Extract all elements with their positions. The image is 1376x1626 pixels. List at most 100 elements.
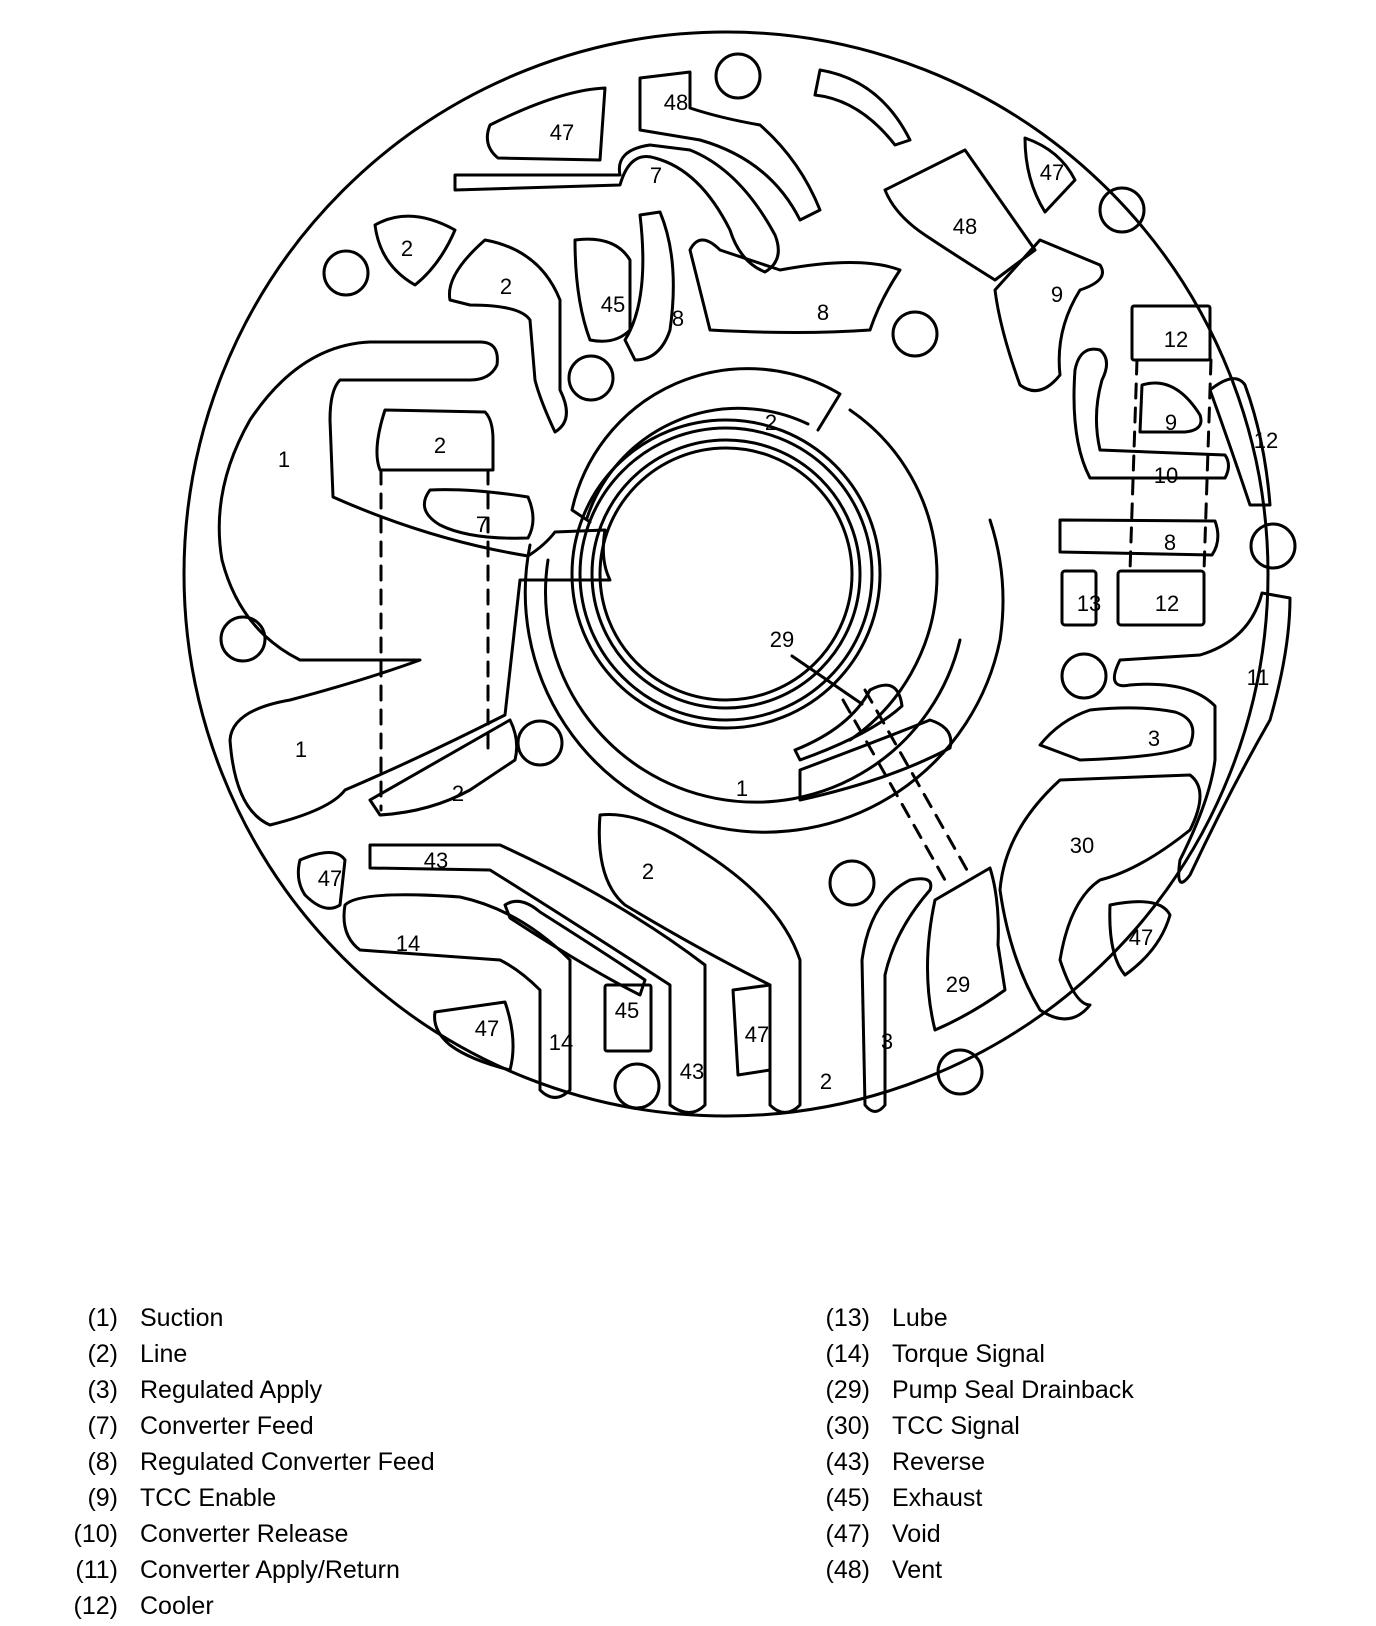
passage-label: 43 — [680, 1059, 704, 1084]
legend-item: (47)Void — [800, 1516, 1134, 1552]
legend-number: (3) — [87, 1376, 118, 1404]
pump-body-outline — [182, 30, 1270, 1118]
passage-label: 48 — [664, 90, 688, 115]
passage-label: 2 — [765, 410, 777, 435]
center-ring-1 — [590, 438, 862, 710]
passage-47-bottom-mid — [731, 983, 772, 1077]
center-ring-3 — [570, 418, 882, 730]
passage-10 — [1072, 347, 1230, 480]
passage-3-right — [1038, 706, 1195, 762]
legend-item: (30)TCC Signal — [800, 1408, 1134, 1444]
legend-number: (47) — [825, 1520, 870, 1548]
legend-number: (10) — [73, 1520, 118, 1548]
legend-number: (14) — [825, 1340, 870, 1368]
legend-name: Torque Signal — [892, 1340, 1045, 1368]
passage-29-bottom — [926, 866, 1007, 1032]
bolt-hole — [322, 249, 370, 297]
legend-name: Line — [140, 1340, 188, 1368]
passage-label: 1 — [736, 776, 748, 801]
passage-8-mid — [1058, 518, 1220, 557]
passage-label: 3 — [881, 1029, 893, 1054]
passage-label: 14 — [396, 931, 420, 956]
passage-label: 2 — [401, 236, 413, 261]
passage-label: 2 — [434, 433, 446, 458]
legend-number: (13) — [825, 1304, 870, 1332]
passage-8-slot — [623, 210, 675, 362]
legend-number: (9) — [87, 1484, 118, 1512]
passage-label: 47 — [475, 1016, 499, 1041]
legend-item: (2)Line — [48, 1336, 435, 1372]
passage-9-top — [993, 238, 1104, 393]
inner-crescent-ring — [544, 558, 962, 804]
passage-label: 10 — [1154, 463, 1178, 488]
legend-number: (8) — [87, 1448, 118, 1476]
passage-2-mid — [375, 408, 495, 472]
legend-name: Converter Apply/Return — [140, 1556, 400, 1584]
passage-2-upper — [447, 238, 568, 434]
passage-12-box-bottom — [1116, 569, 1206, 627]
passage-7-mid — [422, 488, 535, 540]
passage-label: 47 — [318, 866, 342, 891]
passage-label: 29 — [946, 972, 970, 997]
legend-name: Pump Seal Drainback — [892, 1376, 1134, 1404]
legend-right-column: (13)Lube (14) Torque Signal (29) Pump Seal… — [800, 1300, 1134, 1588]
passage-label: 12 — [1254, 428, 1278, 453]
legend-name: Converter Release — [140, 1520, 349, 1548]
legend-item: (9)TCC Enable — [48, 1480, 435, 1516]
bolt-hole — [219, 615, 267, 663]
passage-label: 9 — [1165, 410, 1177, 435]
suction-crescent — [585, 406, 810, 520]
bolt-hole — [1098, 186, 1146, 234]
legend-number: (7) — [87, 1412, 118, 1440]
legend-name: Exhaust — [892, 1484, 983, 1512]
passage-label: 3 — [1148, 726, 1160, 751]
passage-label: 47 — [1040, 160, 1064, 185]
passage-47-right — [1023, 136, 1077, 214]
legend-number: (29) — [825, 1376, 870, 1404]
passage-3-bottom — [860, 877, 933, 1113]
legend-name: Suction — [140, 1304, 224, 1332]
passage-43-upper — [368, 843, 707, 1114]
passage-11 — [1112, 591, 1292, 884]
legend-name: TCC Signal — [892, 1412, 1020, 1440]
bolt-hole — [891, 310, 939, 358]
passage-2-left — [373, 214, 457, 287]
passage-label: 14 — [549, 1030, 573, 1055]
legend-number: (43) — [825, 1448, 870, 1476]
bolt-hole — [567, 354, 615, 402]
passage-1-crescent-mid — [793, 683, 904, 762]
bolt-hole — [828, 859, 876, 907]
bolt-hole — [1249, 522, 1297, 570]
bolt-hole — [714, 52, 762, 100]
bolt-hole — [613, 1062, 661, 1110]
legend-item: (1)Suction — [48, 1300, 435, 1336]
legend-item: (43)Reverse — [800, 1444, 1134, 1480]
passage-45-bottom — [603, 983, 653, 1053]
passage-label: 8 — [817, 300, 829, 325]
legend-item: (10) Converter Release — [48, 1516, 435, 1552]
legend-name: Converter Feed — [140, 1412, 314, 1440]
passage-47-right-low — [1108, 900, 1172, 977]
legend-item: (14) Torque Signal — [800, 1336, 1134, 1372]
legend-number: (11) — [75, 1556, 118, 1584]
passage-label: 13 — [1077, 591, 1101, 616]
passage-vent-curve — [813, 68, 912, 147]
legend-item: (13)Lube — [800, 1300, 1134, 1336]
passage-2-bottom — [597, 812, 802, 1114]
bolt-hole — [516, 719, 564, 767]
legend-item: (29) Pump Seal Drainback — [800, 1372, 1134, 1408]
legend-name: Vent — [892, 1556, 943, 1584]
passage-48-top — [638, 70, 822, 222]
passage-1-left — [217, 340, 612, 827]
passage-label: 47 — [1129, 925, 1153, 950]
legend-name: Cooler — [140, 1592, 214, 1620]
legend-item: (8)Regulated Converter Feed — [48, 1444, 434, 1480]
passage-label: 48 — [953, 214, 977, 239]
legend-item: (12)Cooler — [48, 1588, 435, 1624]
passage-label: 7 — [476, 512, 488, 537]
legend-item: (45)Exhaust — [800, 1480, 1134, 1516]
passage-7-top — [453, 143, 780, 274]
passage-label: 47 — [550, 120, 574, 145]
center-ring-2 — [578, 426, 874, 722]
legend-item: (11) Converter Apply/Return — [48, 1552, 435, 1588]
